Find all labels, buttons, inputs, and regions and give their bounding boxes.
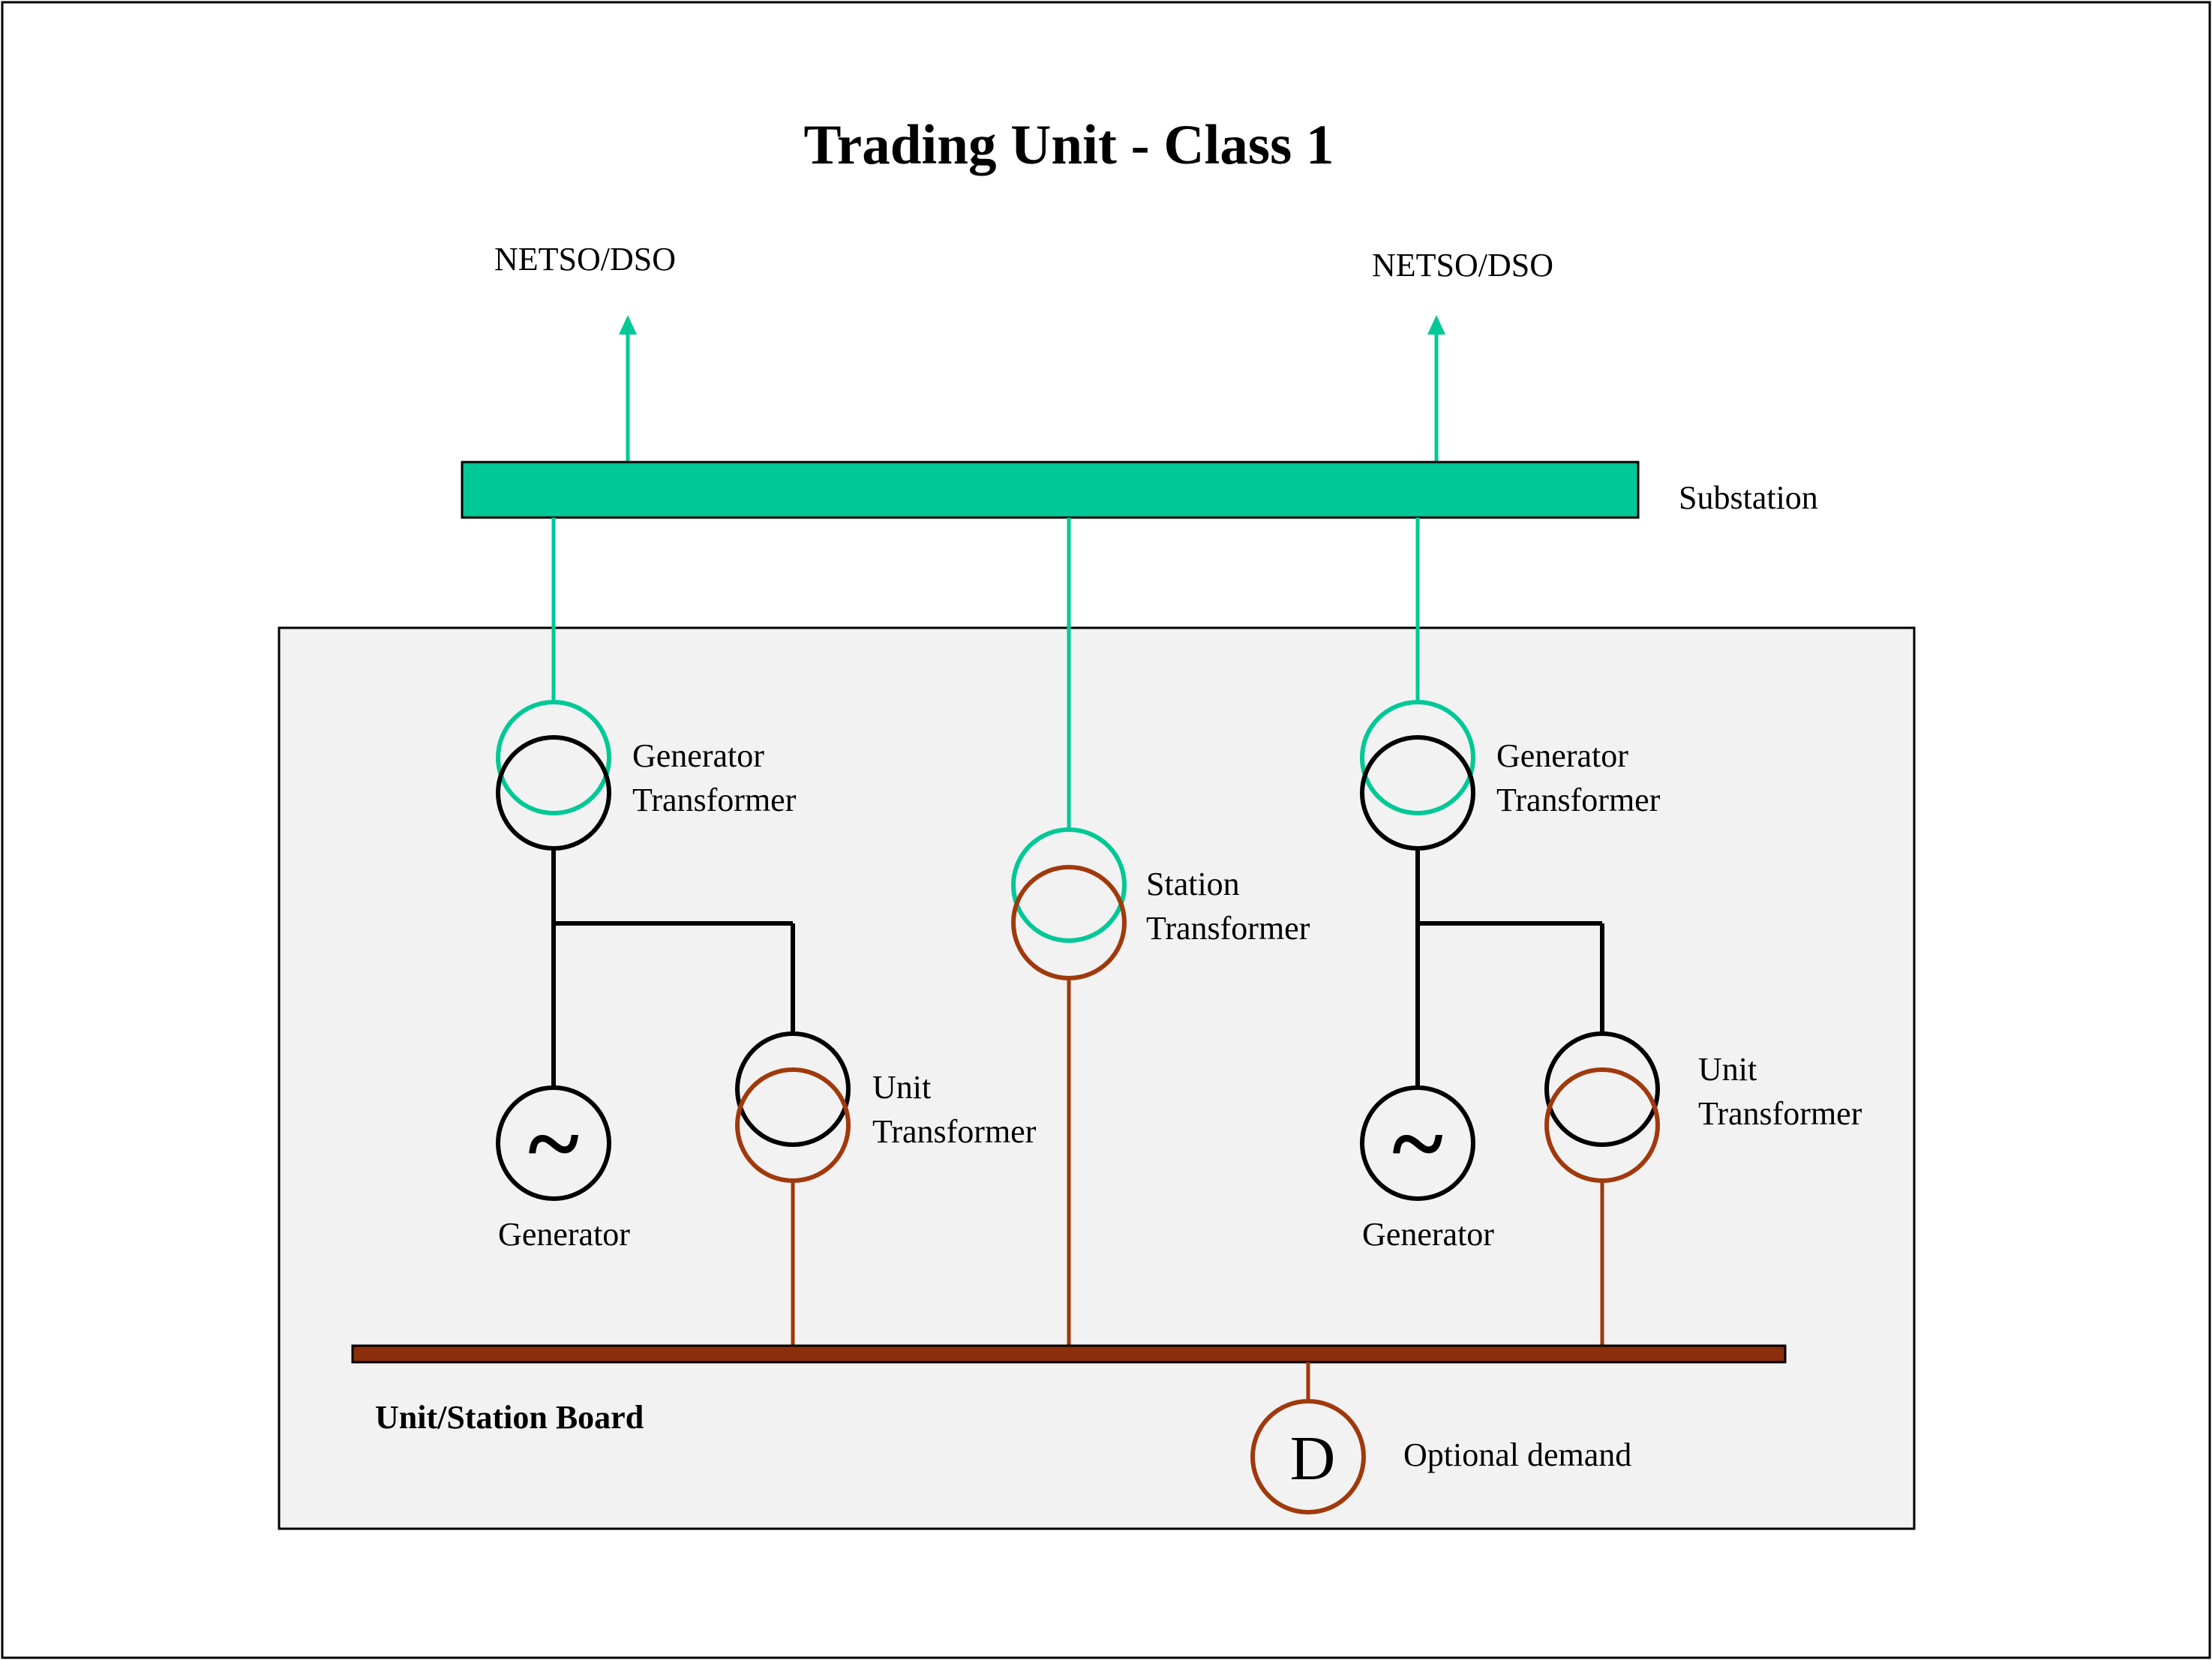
optional-demand-label: Optional demand [1403, 1436, 1631, 1473]
unit-transformer-left-label-2: Transformer [872, 1113, 1037, 1150]
unit-panel [278, 626, 1916, 1530]
wiring-right [1415, 848, 1604, 1088]
unit-station-board-label: Unit/Station Board [375, 1399, 644, 1436]
optional-demand: D [1250, 1399, 1366, 1514]
generator-right-symbol: ~ [1392, 1090, 1443, 1198]
generator-right-label: Generator [1362, 1216, 1494, 1253]
substation-label: Substation [1679, 479, 1818, 516]
netso-label-right: NETSO/DSO [1372, 247, 1553, 284]
unit-transformer-right-label-2: Transformer [1698, 1095, 1862, 1132]
gen-transformer-left-label-2: Transformer [632, 782, 797, 818]
station-transformer-label-2: Transformer [1146, 910, 1310, 947]
gen-transformer-right-label-1: Generator [1496, 737, 1628, 774]
export-arrow-right [1427, 315, 1445, 462]
unit-transformer-right-label-1: Unit [1698, 1051, 1757, 1088]
station-transformer-label-1: Station [1146, 866, 1240, 902]
generator-left-symbol: ~ [528, 1090, 579, 1198]
generator-left: ~ [496, 1085, 611, 1201]
generator-left-label: Generator [498, 1216, 630, 1253]
substation-busbar [461, 461, 1640, 519]
netso-label-left: NETSO/DSO [494, 241, 676, 278]
gen-transformer-right-label-2: Transformer [1496, 782, 1661, 818]
unit-transformer-left-label-1: Unit [872, 1069, 931, 1106]
wiring-left [551, 848, 795, 1088]
optional-demand-symbol: D [1290, 1424, 1336, 1493]
export-arrow-left [619, 315, 637, 462]
generator-right: ~ [1360, 1085, 1475, 1201]
diagram-title: Trading Unit - Class 1 [803, 114, 1334, 176]
unit-station-board [351, 1344, 1787, 1364]
gen-transformer-left-label-1: Generator [632, 737, 764, 774]
